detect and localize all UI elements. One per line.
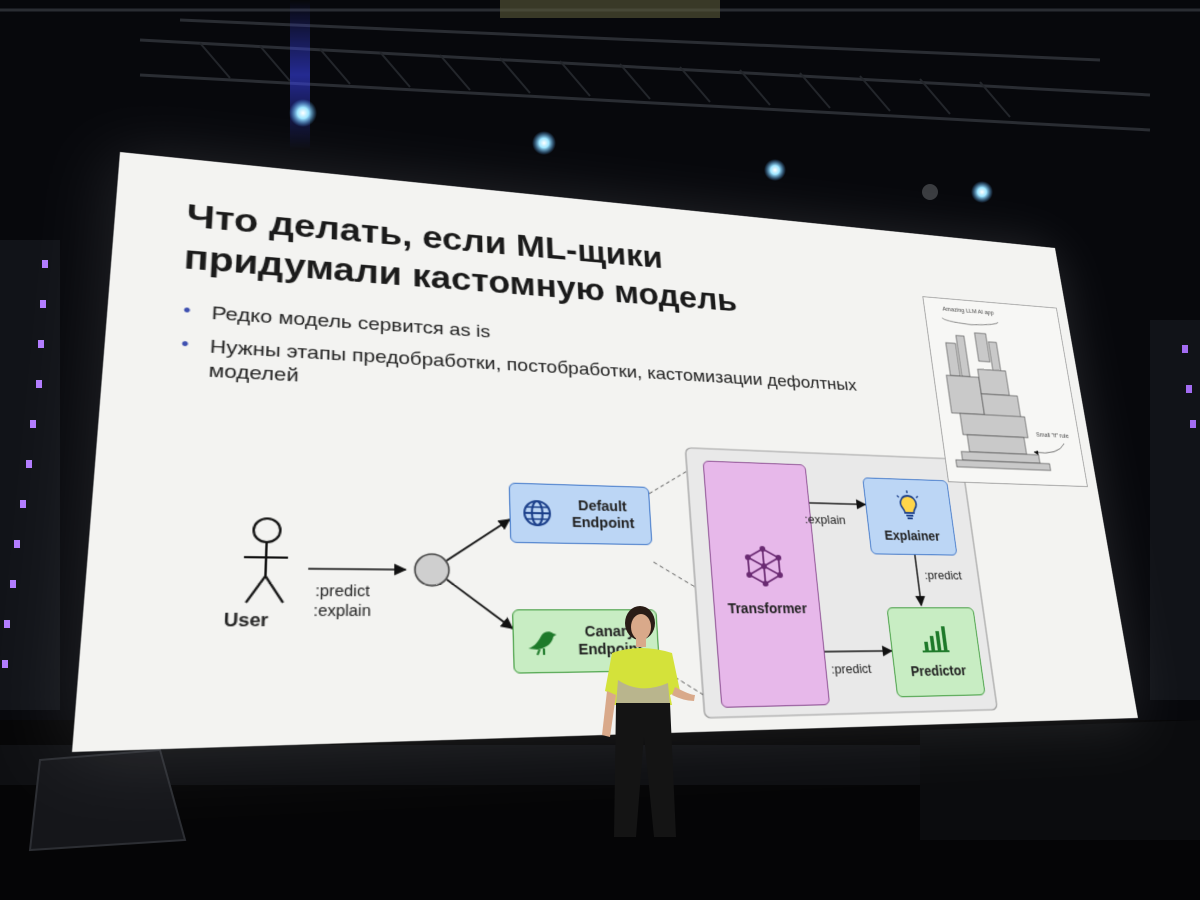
speaker-left-arm	[602, 691, 616, 737]
transformer-to-predictor-arrow	[825, 651, 892, 652]
user-label: User	[223, 611, 269, 631]
shirt-gradient	[616, 680, 670, 705]
explainer-label: Explainer	[883, 527, 941, 544]
user-edge-labels: :predict :explain	[313, 581, 371, 621]
stage-spotlight	[764, 159, 786, 181]
explain-arrow-label: :explain	[803, 512, 847, 527]
led-column-right	[1150, 320, 1200, 700]
truss-diagonals	[199, 42, 1011, 118]
stage-monitor-speaker	[28, 748, 187, 852]
speaker-trousers	[614, 703, 676, 837]
default-endpoint-label: Default Endpoint	[571, 497, 635, 532]
predict-arrow-label-right: :predict	[923, 568, 963, 583]
stage-spotlight	[971, 181, 993, 203]
blue-light-beam	[290, 0, 310, 150]
speaker-person	[602, 606, 695, 837]
router-node	[415, 554, 449, 586]
transformer-label: Transformer	[727, 599, 808, 616]
speaker-face	[631, 614, 651, 640]
speaker-right-arm	[672, 687, 695, 701]
bird-icon	[528, 631, 558, 657]
predict-arrow-label-bottom: :predict	[830, 660, 873, 677]
predictor-label: Predictor	[909, 662, 968, 679]
stage-spotlight	[289, 99, 317, 127]
lightbulb-icon	[894, 490, 924, 521]
predictor-box: Predictor	[886, 607, 986, 698]
router-to-canary-arrow	[447, 580, 513, 629]
user-to-router-arrow	[308, 569, 406, 570]
stick-figure-icon	[242, 518, 289, 603]
led-column-left	[0, 240, 60, 710]
stage-riser	[920, 720, 1200, 840]
bar-chart-icon	[918, 625, 950, 653]
explainer-box: Explainer	[862, 477, 958, 556]
presentation-slide: Что делать, если ML-щики придумали касто…	[72, 152, 1138, 752]
globe-icon	[521, 498, 554, 529]
lighting-truss	[0, 8, 1200, 132]
ceiling-light-panel	[500, 0, 720, 18]
led-lights-left	[2, 260, 48, 668]
default-endpoint-box: Default Endpoint	[508, 482, 653, 546]
neural-network-icon	[742, 545, 786, 586]
speaker-neck	[636, 637, 646, 647]
led-lights-right	[1182, 345, 1196, 428]
canary-endpoint-box: Canary Endpoint	[511, 609, 661, 674]
explain-edge-label: :explain	[313, 601, 372, 620]
predict-edge-label: :predict	[314, 581, 370, 600]
router-to-default-arrow	[446, 518, 511, 561]
stage-spotlight	[532, 131, 556, 155]
stage-fixture	[922, 184, 938, 200]
